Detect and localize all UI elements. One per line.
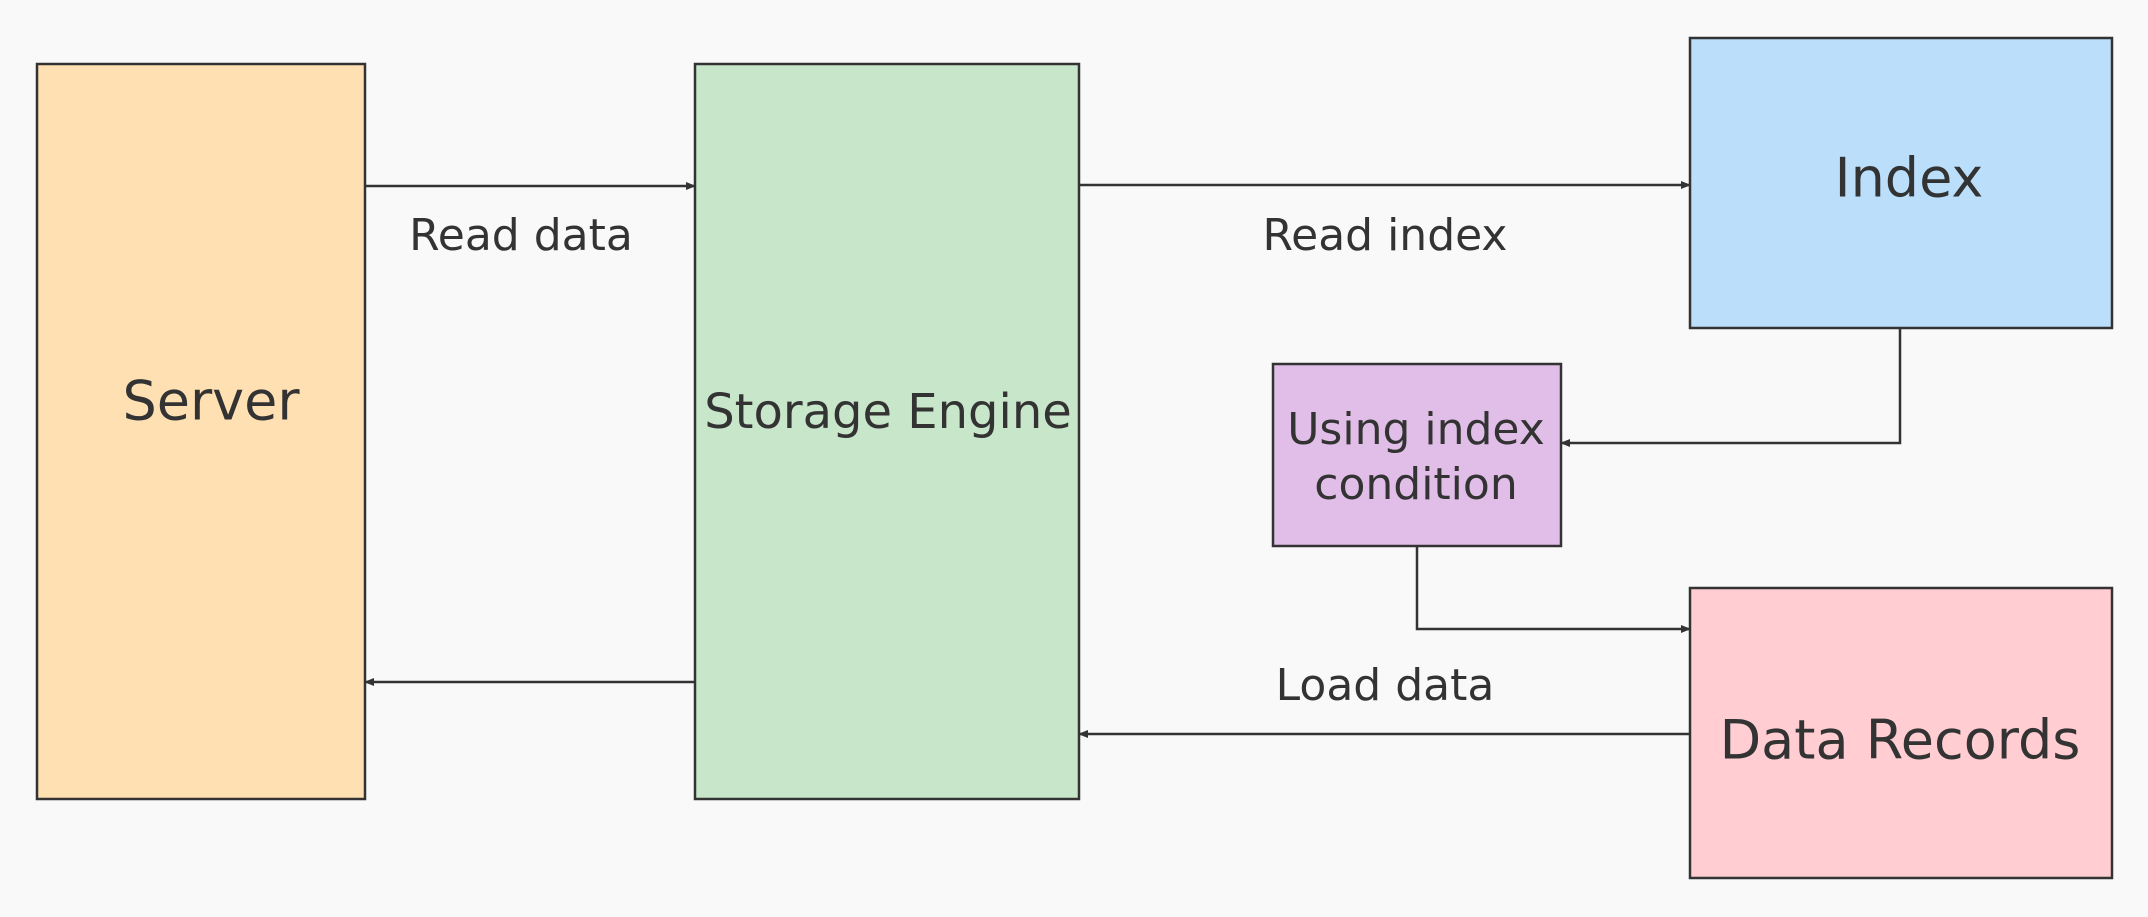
data-records-node: Data Records xyxy=(1688,586,2114,880)
load-data-label: Load data xyxy=(1276,660,1495,711)
server-box xyxy=(35,62,367,801)
storage-engine-node: Storage Engine xyxy=(693,62,1081,801)
storage-engine-box xyxy=(693,62,1081,801)
storage-engine-label: Storage Engine xyxy=(704,384,1072,440)
index-to-condition-arrow xyxy=(1560,328,1902,447)
using-index-condition-node: Using index condition xyxy=(1271,362,1563,548)
index-label: Index xyxy=(1835,147,1984,210)
server-label: Server xyxy=(122,370,300,433)
index-node: Index xyxy=(1688,36,2114,330)
condition-to-records-arrow xyxy=(1415,546,1691,633)
index-box xyxy=(1688,36,2114,330)
using-index-condition-box xyxy=(1271,362,1563,548)
read-index-label: Read index xyxy=(1263,210,1508,261)
data-records-box xyxy=(1688,586,2114,880)
read-data-label: Read data xyxy=(409,210,633,261)
data-records-label: Data Records xyxy=(1720,709,2081,772)
using-index-condition-label-line2: condition xyxy=(1314,459,1517,510)
using-index-condition-label-line1: Using index xyxy=(1287,404,1545,455)
server-node: Server xyxy=(35,62,367,801)
